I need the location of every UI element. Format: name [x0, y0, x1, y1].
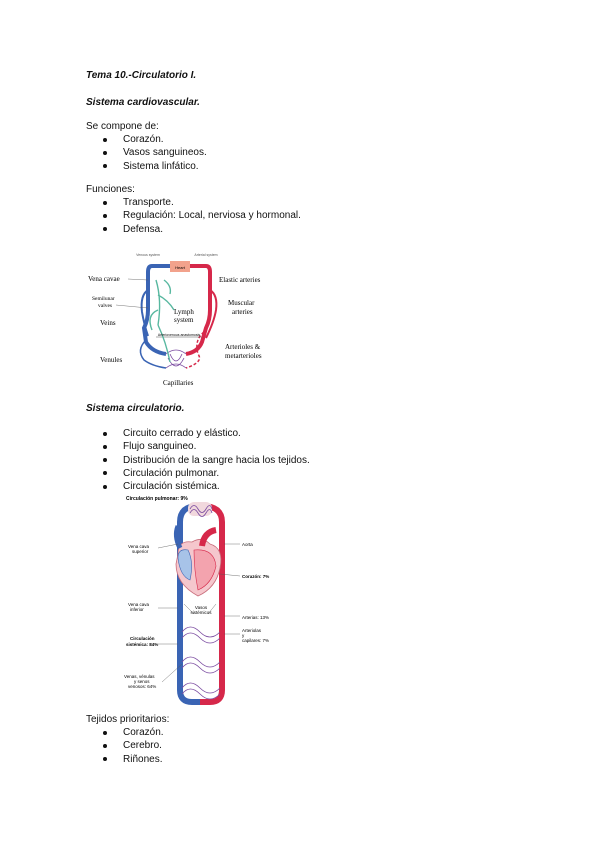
list-item: Corazón.	[86, 726, 164, 739]
document-title: Tema 10.-Circulatorio I.	[86, 70, 197, 81]
arterias-label: Arterias: 13%	[242, 615, 269, 620]
vasos-sistemicos-label-1: Vasos	[195, 605, 208, 610]
venas-label-2: y senos	[134, 679, 150, 684]
circulacion-diagram: Circulación pulmonar: 9% Vena cava super…	[120, 492, 280, 712]
capillary-beds	[181, 626, 221, 700]
list-item: Circuito cerrado y elástico.	[86, 427, 310, 440]
tejidos-label: Tejidos prioritarios:	[86, 714, 170, 725]
artery-path	[185, 264, 212, 356]
funciones-label: Funciones:	[86, 184, 135, 195]
list-item: Corazón.	[86, 133, 207, 146]
list-item: Flujo sanguineo.	[86, 440, 310, 453]
lymph-system-label-2: system	[174, 316, 194, 324]
lymph-system-label-1: Lymph	[174, 308, 194, 316]
vena-cava-superior-label-2: superior	[132, 549, 149, 554]
vena-cava-inferior-label-2: inferior	[130, 607, 144, 612]
vena-cavae-label: Vena cavae	[88, 275, 120, 283]
vena-cava-superior-label-1: Vena cava	[128, 544, 150, 549]
vena-cava-inferior-label-1: Vena cava	[128, 602, 150, 607]
muscular-arteries-label-1: Muscular	[228, 299, 255, 307]
vasos-sistemicos-label-2: sistémicos	[190, 610, 212, 615]
muscular-arteries-label-2: arteries	[232, 308, 253, 316]
anastomosis-label: Arteriovenous anastomosis	[158, 333, 200, 337]
list-item: Circulación pulmonar.	[86, 467, 310, 480]
list-item: Cerebro.	[86, 739, 164, 752]
components-list: Corazón. Vasos sanguineos. Sistema linfá…	[86, 133, 207, 173]
arterial-system-label: Arterial system	[194, 253, 217, 257]
heart-box	[170, 261, 190, 272]
arterioles-label-2: metarterioles	[225, 352, 262, 360]
pulmonary-capillaries	[188, 502, 213, 517]
circulacion-sistemica-label-2: sistémica: 84%	[126, 642, 158, 647]
capillaries-label: Capillaries	[163, 379, 194, 387]
arteriolas-label-1: Arteriolas	[242, 628, 262, 633]
section-heading-circulatorio: Sistema circulatorio.	[86, 403, 185, 414]
arterioles-label-1: Arterioles &	[225, 343, 261, 351]
list-item: Defensa.	[86, 223, 301, 236]
arterial-loop	[200, 503, 225, 705]
tejidos-list: Corazón. Cerebro. Riñones.	[86, 726, 164, 766]
cardiovascular-diagram: Heart Venous system Arterial system Vena…	[86, 250, 286, 392]
funciones-list: Transporte. Regulación: Local, nerviosa …	[86, 196, 301, 236]
arteriolas-label-2: y	[242, 633, 245, 638]
aorta-arch	[199, 527, 217, 547]
list-item: Sistema linfático.	[86, 160, 207, 173]
semilunar-valves-label-2: valves	[98, 303, 112, 309]
leader-lines	[157, 543, 241, 683]
list-item: Circulación sistémica.	[86, 480, 310, 493]
intro-text: Se compone de:	[86, 121, 159, 132]
semilunar-valves-label-1: Semilunar	[92, 296, 115, 302]
section-heading-cardiovascular: Sistema cardiovascular.	[86, 97, 200, 108]
venous-system-label: Venous system	[136, 253, 160, 257]
venules-label: Venules	[100, 356, 122, 364]
circulacion-sistemica-label-1: Circulación	[130, 636, 155, 641]
venas-label-1: Venas, vénulas	[124, 674, 155, 679]
corazon-label: Corazón: 7%	[242, 574, 269, 579]
circulatorio-list: Circuito cerrado y elástico. Flujo sangu…	[86, 427, 310, 493]
list-item: Regulación: Local, nerviosa y hormonal.	[86, 209, 301, 222]
elastic-arteries-label: Elastic arteries	[219, 276, 261, 284]
pulmonar-label: Circulación pulmonar: 9%	[126, 496, 188, 502]
list-item: Transporte.	[86, 196, 301, 209]
list-item: Vasos sanguineos.	[86, 146, 207, 159]
venas-label-3: venosos: 64%	[128, 684, 156, 689]
heart-label: Heart	[175, 265, 186, 270]
arteriolas-label-3: capilares: 7%	[242, 638, 269, 643]
aorta-label: Aorta	[242, 542, 253, 547]
lymph-vessels	[149, 279, 175, 363]
veins-label: Veins	[100, 319, 116, 327]
list-item: Distribución de la sangre hacia los teji…	[86, 454, 310, 467]
list-item: Riñones.	[86, 753, 164, 766]
vein-path	[141, 264, 170, 356]
